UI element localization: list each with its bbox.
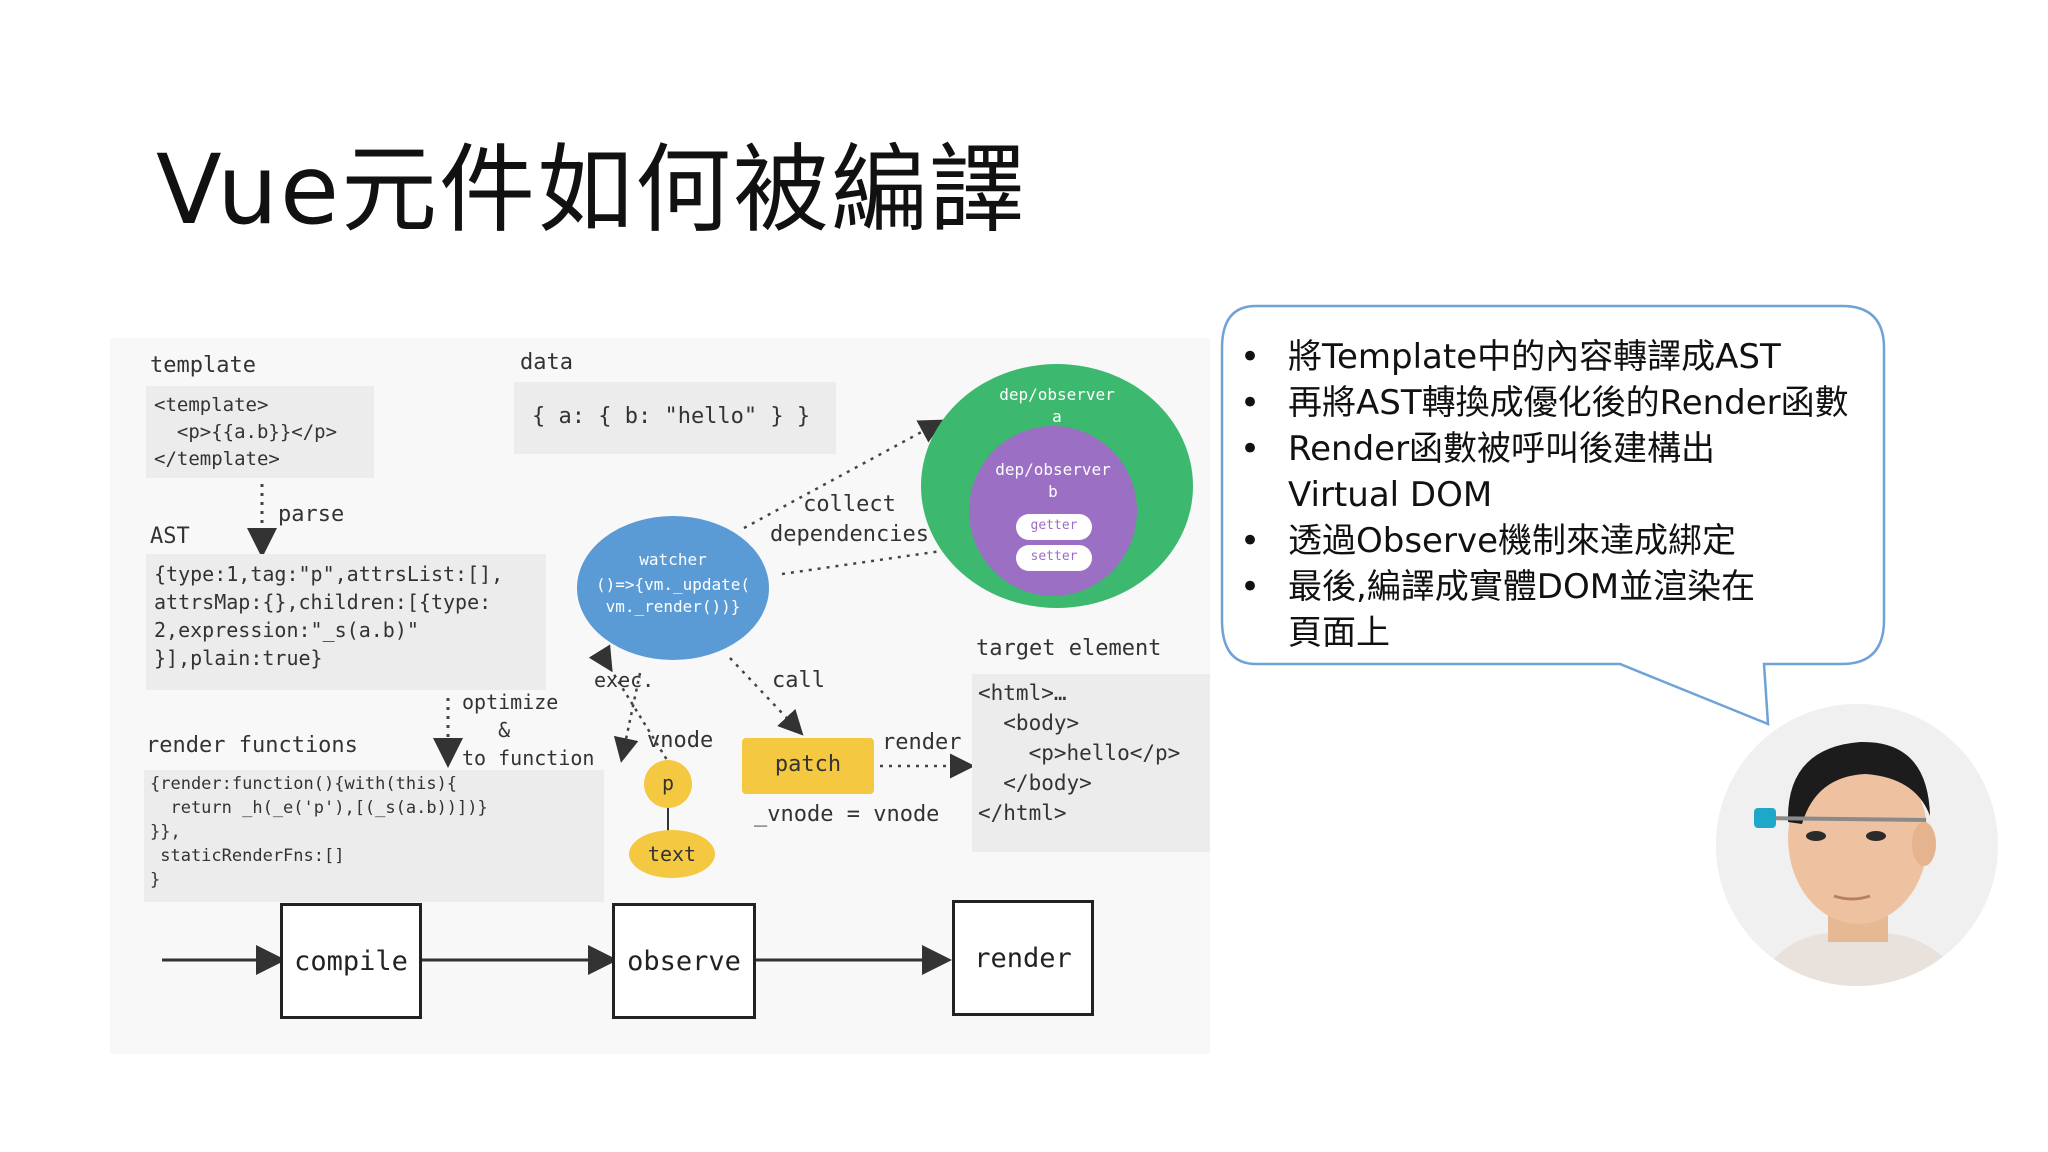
template-code: <template> <p>{{a.b}}</p> </template> xyxy=(154,394,338,470)
parse-label: parse xyxy=(278,502,345,527)
watcher-node xyxy=(577,516,769,660)
vnode-p-label: p xyxy=(661,771,675,795)
bubble-item: • 透過Observe機制來達成綁定 xyxy=(1236,518,1886,564)
slide-title: Vue元件如何被編譯 xyxy=(156,134,1028,246)
vnode-p-node xyxy=(644,760,692,808)
getter-pill xyxy=(1016,514,1092,540)
bullet-dot: • xyxy=(1240,429,1261,469)
presenter-avatar xyxy=(1716,704,1998,986)
render-arrow-label: render xyxy=(882,730,962,755)
vnode-text-label: text xyxy=(647,842,697,866)
data-panel xyxy=(514,382,836,454)
presenter-illustration xyxy=(1716,704,1998,986)
bubble-item: • 再將AST轉換成優化後的Render函數 xyxy=(1236,380,1886,426)
dep-observer-a-label: dep/observer a xyxy=(999,385,1115,426)
template-label: template xyxy=(150,353,256,378)
dep-observer-b-node xyxy=(969,426,1137,596)
optimize-label: optimize & to function xyxy=(462,690,595,770)
bubble-item: • 最後,編譯成實體DOM並渲染在 頁面上 xyxy=(1236,564,1886,656)
bubble-item-line: Render函數被呼叫後建構出 xyxy=(1288,429,1716,469)
vnode-arrow xyxy=(613,672,642,763)
vue-compile-diagram: template <template> <p>{{a.b}}</p> </tem… xyxy=(110,338,1210,1054)
target-element-label: target element xyxy=(976,636,1162,661)
bubble-item-line: 最後,編譯成實體DOM並渲染在 xyxy=(1288,567,1756,607)
watcher-title: watcher xyxy=(639,550,707,569)
ast-panel xyxy=(146,554,546,690)
template-panel xyxy=(146,386,374,478)
setter-label: setter xyxy=(1030,549,1078,564)
speech-bubble xyxy=(1220,304,1886,726)
observe-stage-box: observe xyxy=(612,903,756,1019)
call-label: call xyxy=(772,668,825,693)
collect-arrow-a xyxy=(743,419,945,530)
bubble-bullet-list: • 將Template中的內容轉譯成AST • 再將AST轉換成優化後的Rend… xyxy=(1236,334,1886,656)
bullet-dot: • xyxy=(1240,337,1261,377)
bubble-item-line: 透過Observe機制來達成綁定 xyxy=(1288,521,1736,561)
data-label: data xyxy=(520,350,573,375)
collect-dependencies-label: collect dependencies xyxy=(770,492,929,547)
bubble-item-line: Virtual DOM xyxy=(1288,475,1493,515)
target-element-panel xyxy=(972,674,1210,852)
patch-label: patch xyxy=(774,752,842,777)
patch-box xyxy=(742,738,874,794)
bubble-content: • 將Template中的內容轉譯成AST • 再將AST轉換成優化後的Rend… xyxy=(1236,334,1886,656)
vnode-label: vnode xyxy=(647,728,714,753)
bubble-item-line: 頁面上 xyxy=(1288,613,1390,653)
bubble-item-line: 再將AST轉換成優化後的Render函數 xyxy=(1288,383,1849,423)
dep-observer-b-label: dep/observer b xyxy=(995,460,1111,501)
render-functions-code: {render:function(){with(this){ return _h… xyxy=(150,774,488,890)
ast-code: {type:1,tag:"p",attrsList:[], attrsMap:{… xyxy=(154,562,504,670)
bubble-item: • Render函數被呼叫後建構出 Virtual DOM xyxy=(1236,426,1886,518)
vnode-assignment-label: _vnode = vnode xyxy=(754,802,940,827)
target-element-code: <html>… <body> <p>hello</p> </body> </ht… xyxy=(978,681,1181,825)
exec-arrow xyxy=(588,644,674,769)
setter-pill xyxy=(1016,545,1092,571)
ast-label: AST xyxy=(150,524,190,549)
bubble-item: • 將Template中的內容轉譯成AST xyxy=(1236,334,1886,380)
data-code: { a: { b: "hello" } } xyxy=(532,404,811,429)
diagram-connectors xyxy=(162,364,1193,975)
render-functions-panel xyxy=(144,770,604,902)
bullet-dot: • xyxy=(1240,383,1261,423)
bubble-item-line: 將Template中的內容轉譯成AST xyxy=(1288,337,1781,377)
bullet-dot: • xyxy=(1240,521,1261,561)
bullet-dot: • xyxy=(1240,567,1261,607)
compile-stage-box: compile xyxy=(280,903,422,1019)
exec-label: exec. xyxy=(594,668,655,692)
render-stage-box: render xyxy=(952,900,1094,1016)
render-functions-label: render functions xyxy=(146,733,358,758)
watcher-code: ()=>{vm._update( vm._render())} xyxy=(595,575,751,616)
getter-label: getter xyxy=(1030,518,1078,533)
vnode-text-node xyxy=(629,830,715,878)
